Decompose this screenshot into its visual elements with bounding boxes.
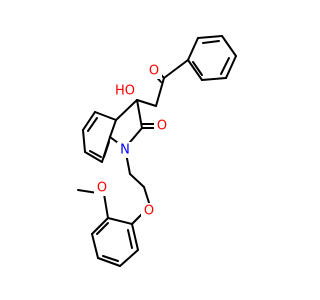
bond: [201, 77, 227, 81]
lactam-oxygen-label: O: [157, 119, 167, 134]
bond: [82, 129, 86, 153]
bond: [103, 193, 109, 219]
bond: [192, 61, 203, 76]
label-background: [146, 63, 162, 79]
hydroxy-label: HO: [115, 84, 135, 99]
bond: [131, 223, 139, 251]
label-background: [141, 203, 157, 219]
bond: [221, 35, 237, 57]
bond: [187, 37, 199, 61]
bond: [155, 77, 165, 107]
methoxy-oxygen-label: O: [97, 181, 107, 196]
bond: [91, 233, 99, 259]
bond: [187, 59, 203, 81]
bond: [129, 173, 145, 188]
bond: [225, 55, 237, 79]
bond: [97, 257, 121, 267]
bond: [107, 217, 133, 225]
bond: [109, 119, 117, 138]
bond: [197, 35, 223, 39]
bond: [102, 255, 119, 262]
bond: [82, 111, 96, 131]
atom-labels: O HO O N O O: [94, 63, 170, 219]
bond: [84, 151, 103, 163]
bond: [91, 217, 109, 235]
bond: [89, 150, 102, 158]
ether-oxygen-label: O: [144, 204, 154, 219]
bond: [115, 99, 138, 121]
bond: [136, 99, 143, 129]
label-background: [94, 180, 110, 196]
bond: [202, 40, 220, 44]
bond: [136, 99, 157, 107]
bond: [103, 141, 110, 158]
molecule-structure: O HO O N O O: [77, 35, 237, 267]
label-background: [112, 83, 138, 99]
bond: [220, 57, 230, 75]
bond: [143, 186, 151, 207]
label-background: [117, 142, 133, 158]
bond: [119, 249, 139, 267]
bond: [96, 222, 109, 235]
label-background: [154, 118, 170, 134]
bonds: [77, 35, 237, 267]
ketone-oxygen-label: O: [149, 64, 159, 79]
bond: [127, 229, 133, 249]
bond: [163, 59, 189, 79]
bond: [94, 111, 117, 121]
nitrogen-label: N: [120, 143, 130, 158]
bond: [87, 117, 98, 132]
